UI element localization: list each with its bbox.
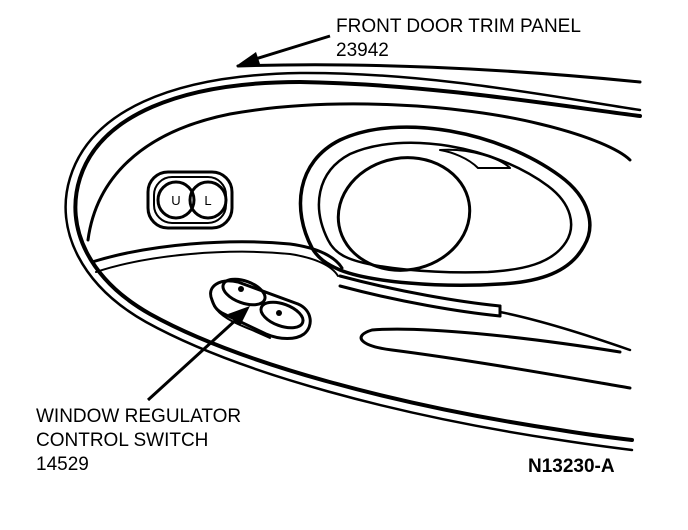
window-switch-part-number: 14529 [36,454,89,475]
panel-top-edge [236,63,642,84]
unlock-letter: U [171,193,180,208]
lock-switch-bezel [146,170,234,230]
trim-panel-leader-line [251,34,331,62]
window-switch-leader-arrowhead [228,306,250,326]
panel-outer-contour [73,80,642,442]
handle-recess-outer [298,125,592,287]
trim-panel-leader-arrowhead [236,52,260,66]
trim-panel-part-number: 23942 [336,40,389,61]
unlock-button [156,180,196,220]
upper-panel-ledge [90,240,344,270]
window-switch-leader-line [146,316,240,402]
figure-reference-number: N13230-A [528,456,615,477]
armrest-pocket [359,327,632,390]
lock-button [188,180,228,220]
window-switch-rocker-rear [259,300,305,330]
handle-recess-inner [317,141,573,274]
rocker-rear-dot [276,310,282,316]
window-switch-bezel-shadow [213,305,271,339]
upper-panel-ledge-inner [95,250,339,277]
rocker-front-dot [238,286,244,292]
armrest-strip [338,274,502,318]
panel-outer-contour-inner [64,71,642,452]
window-switch-rocker-front [221,277,267,307]
armrest-channel-line [498,310,632,352]
window-switch-callout-line1: WINDOW REGULATOR [36,406,242,427]
trim-panel-callout-name: FRONT DOOR TRIM PANEL [336,16,581,37]
upper-panel-contour [86,102,632,242]
window-switch-callout-line2: CONTROL SWITCH [36,430,209,451]
handle-trim-ring [439,148,511,169]
door-handle [336,156,472,272]
lock-letter: L [204,193,211,208]
